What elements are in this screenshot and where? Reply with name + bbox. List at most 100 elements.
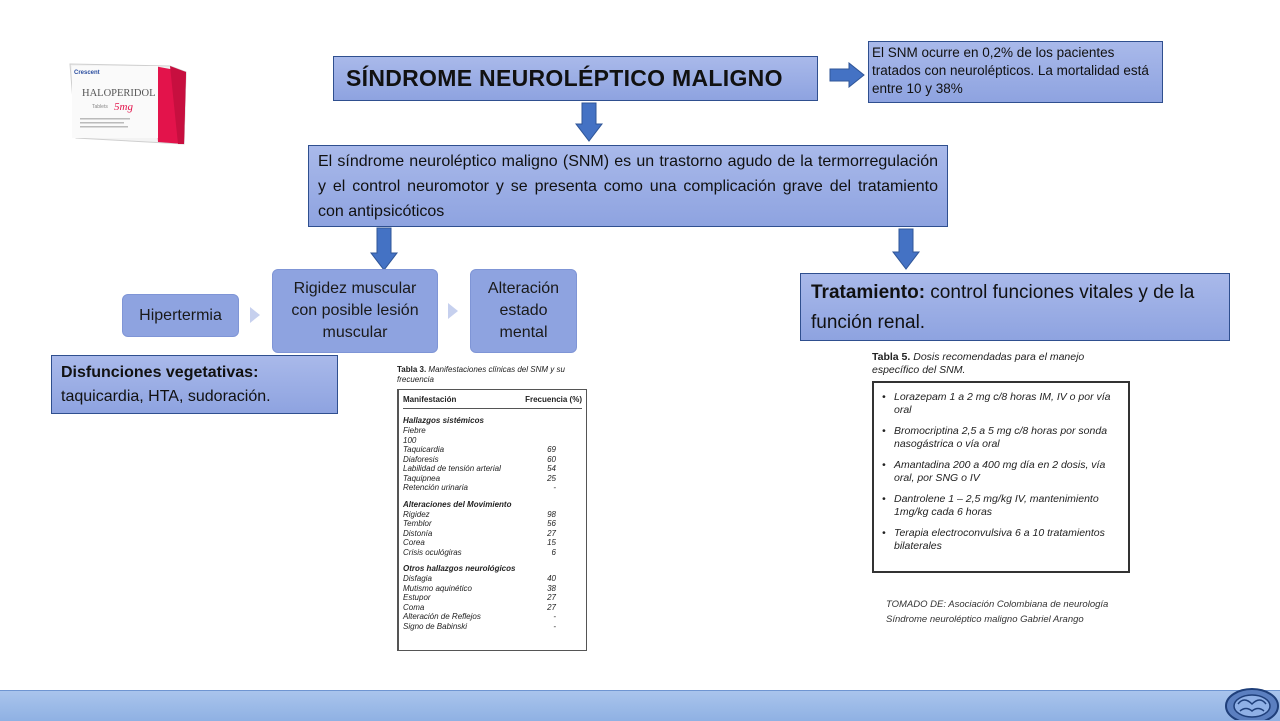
table-5-caption: Tabla 5. Dosis recomendadas para el mane… (872, 351, 1085, 376)
table-cell-manifestation: Rigidez (403, 509, 430, 519)
table-cell-frequency: 27 (547, 593, 556, 602)
table-row: Labilidad de tensión arterial 54 (403, 464, 582, 474)
list-item: • Lorazepam 1 a 2 mg c/8 horas IM, IV o p… (882, 391, 1120, 417)
bullet-icon: • (882, 425, 886, 437)
table-row: Taquicardia 69 (403, 445, 582, 455)
table-cell-frequency: 6 (551, 547, 556, 557)
table-cell-frequency: - (553, 612, 556, 621)
list-item-text: Amantadina 200 a 400 mg día en 2 dosis, … (894, 459, 1106, 484)
vegetative-text: taquicardia, HTA, sudoración. (61, 388, 271, 405)
drug-name: HALOPERIDOL (82, 88, 156, 99)
bullet-icon: • (882, 527, 886, 539)
vegetative-dysfunction-box: Disfunciones vegetativas: taquicardia, H… (51, 355, 338, 414)
source-line: TOMADO DE: Asociación Colombiana de neur… (886, 599, 1109, 610)
page-title: SÍNDROME NEUROLÉPTICO MALIGNO (333, 56, 818, 101)
drug-dose: 5mg (114, 101, 133, 113)
symptom-label: Rigidez muscular con posible lesión musc… (291, 280, 419, 341)
table-3-caption: Tabla 3. Manifestaciones clínicas del SN… (397, 365, 565, 384)
table-cell-frequency: 60 (547, 454, 556, 464)
table-3-header: Manifestación Frecuencia (%) (403, 390, 582, 409)
table-cell-frequency: 54 (547, 464, 556, 473)
table-cell-manifestation: Taquipnea (403, 473, 441, 483)
table-row: Fiebre (403, 426, 582, 436)
table-cell-manifestation: Disfagia (403, 574, 432, 583)
symptom-mental-status: Alteración estado mental (470, 269, 577, 353)
table-row: Disfagia 40 (403, 574, 582, 584)
table-cell-manifestation: Diaforesis (403, 454, 439, 464)
table-cell-frequency: - (553, 621, 556, 631)
table-cell-frequency: 38 (547, 583, 556, 593)
table-5-body: • Lorazepam 1 a 2 mg c/8 horas IM, IV o p… (882, 391, 1120, 553)
table-5-frame: • Lorazepam 1 a 2 mg c/8 horas IM, IV o p… (872, 381, 1130, 573)
table-row: Corea 15 (403, 538, 582, 548)
definition-text: El síndrome neuroléptico maligno (SNM) e… (318, 153, 938, 220)
haloperidol-package-image: Crescent HALOPERIDOL Tablets 5mg (69, 63, 187, 145)
list-item-text: Terapia electroconvulsiva 6 a 10 tratami… (894, 527, 1105, 552)
list-item-text: Bromocriptina 2,5 a 5 mg c/8 horas por s… (894, 425, 1108, 450)
table-cell-manifestation: Signo de Babinski (403, 621, 468, 631)
table-row: Coma 27 (403, 603, 582, 613)
table-3-section-title: Hallazgos sistémicos (403, 416, 484, 425)
down-arrow-icon (575, 102, 603, 142)
chevron-right-icon (448, 303, 458, 319)
bullet-icon: • (882, 459, 886, 471)
table-cell-frequency: 27 (547, 528, 556, 538)
table-row: Rigidez 98 (403, 510, 582, 520)
table-3-section-title: Otros hallazgos neurológicos (403, 564, 516, 573)
chevron-right-icon (250, 307, 260, 323)
table-row: Signo de Babinski - (403, 622, 582, 632)
table-cell-manifestation: Labilidad de tensión arterial (403, 464, 501, 473)
table-cell-frequency: 40 (547, 574, 556, 583)
table-cell-manifestation: Taquicardia (403, 445, 445, 454)
table-cell-manifestation: Estupor (403, 593, 431, 602)
table-row: Mutismo aquinético 38 (403, 584, 582, 594)
incidence-note: El SNM ocurre en 0,2% de los pacientes t… (868, 41, 1163, 103)
table-3-col-manifestation: Manifestación (403, 395, 457, 404)
treatment-box: Tratamiento: control funciones vitales y… (800, 273, 1230, 341)
treatment-text: control funciones vitales y de la funció… (811, 282, 1195, 333)
table-cell-frequency: 56 (547, 519, 556, 528)
symptom-muscle-rigidity: Rigidez muscular con posible lesión musc… (272, 269, 438, 353)
list-item-text: Lorazepam 1 a 2 mg c/8 horas IM, IV o po… (894, 391, 1111, 416)
table-row: 100 (403, 436, 582, 446)
table-row: Alteración de Reflejos- (403, 612, 582, 622)
table-cell-manifestation: Distonía (403, 528, 433, 538)
table-3-clinical-manifestations: Tabla 3. Manifestaciones clínicas del SN… (397, 365, 587, 657)
vegetative-label: Disfunciones vegetativas: (61, 364, 259, 381)
table-cell-frequency: 27 (547, 602, 556, 612)
table-3-section-title: Alteraciones del Movimiento (403, 499, 512, 509)
drug-brand: Crescent (74, 70, 100, 76)
table-row: Distonía 27 (403, 529, 582, 539)
table-3-col-frequency: Frecuencia (%) (525, 395, 582, 404)
table-cell-frequency: 69 (547, 445, 556, 454)
bullet-icon: • (882, 493, 886, 505)
table-row: Crisis oculógiras 6 (403, 548, 582, 558)
table-cell-frequency: 98 (547, 509, 556, 519)
brain-logo-icon (1225, 688, 1279, 720)
table-cell-manifestation: Corea (403, 538, 425, 547)
list-item: • Bromocriptina 2,5 a 5 mg c/8 horas por … (882, 425, 1120, 451)
drug-form: Tablets (92, 104, 108, 110)
treatment-label: Tratamiento: (811, 282, 926, 303)
source-line: Síndrome neuroléptico maligno Gabriel Ar… (886, 614, 1084, 625)
table-cell-manifestation: Retención urinaria (403, 483, 468, 492)
down-arrow-icon (370, 227, 398, 271)
symptom-label: Hipertermia (139, 306, 222, 324)
table-cell-frequency: 15 (547, 538, 556, 547)
table-row: Diaforesis 60 (403, 455, 582, 465)
down-arrow-icon (892, 228, 920, 270)
symptom-hyperthermia: Hipertermia (122, 294, 239, 337)
bullet-icon: • (882, 391, 886, 403)
table-cell-manifestation: Coma (403, 602, 425, 612)
footer-bar (0, 690, 1280, 721)
definition-box: El síndrome neuroléptico maligno (SNM) e… (308, 145, 948, 227)
table-3-frame: Manifestación Frecuencia (%) Hallazgos s… (397, 389, 587, 651)
symptom-label: Alteración estado mental (487, 280, 560, 341)
table-cell-manifestation: Crisis oculógiras (403, 547, 462, 557)
list-item: • Terapia electroconvulsiva 6 a 10 tratam… (882, 527, 1120, 553)
table-cell-frequency: - (553, 483, 556, 492)
table-cell-manifestation: Fiebre (403, 426, 426, 435)
list-item: •Dantrolene 1 – 2,5 mg/kg IV, mantenimie… (882, 493, 1120, 519)
table-cell-manifestation: Mutismo aquinético (403, 583, 472, 593)
